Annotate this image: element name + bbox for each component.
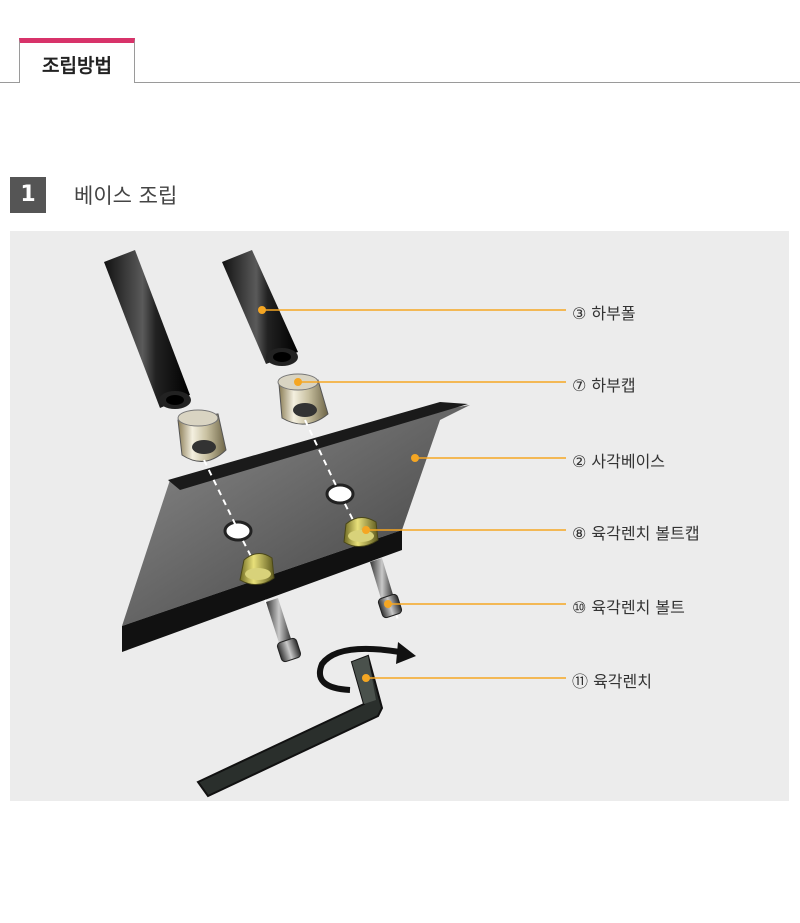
step-number-badge: 1	[10, 177, 46, 213]
lower-cap-left	[177, 409, 227, 462]
callout-lower-cap: ⑦ 하부캡	[572, 376, 636, 395]
tab-divider	[0, 82, 800, 83]
lower-pole-left	[104, 250, 191, 409]
callout-lower-pole: ③ 하부폴	[572, 304, 636, 323]
hex-bolt-cap-right	[343, 517, 379, 547]
callout-hex-wrench: ⑪ 육각렌치	[572, 672, 652, 691]
step-title: 베이스 조립	[74, 184, 178, 208]
section-tab-label: 조립방법	[42, 55, 112, 77]
leader-lines	[262, 309, 566, 679]
hex-wrench-bolt-right	[370, 558, 403, 619]
square-base-plate	[122, 402, 470, 652]
section-tab[interactable]: 조립방법	[19, 38, 135, 82]
hex-bolt-cap-left	[239, 553, 275, 585]
leader-dots	[258, 306, 419, 682]
callout-hex-bolt: ⑩ 육각렌치 볼트	[572, 598, 685, 617]
callout-square-base: ② 사각베이스	[572, 452, 666, 471]
hex-wrench-bolt-left	[266, 598, 302, 663]
hex-wrench	[196, 654, 384, 798]
rotation-arrow-icon	[317, 642, 416, 693]
callout-hex-bolt-cap: ⑧ 육각렌치 볼트캡	[572, 524, 700, 543]
